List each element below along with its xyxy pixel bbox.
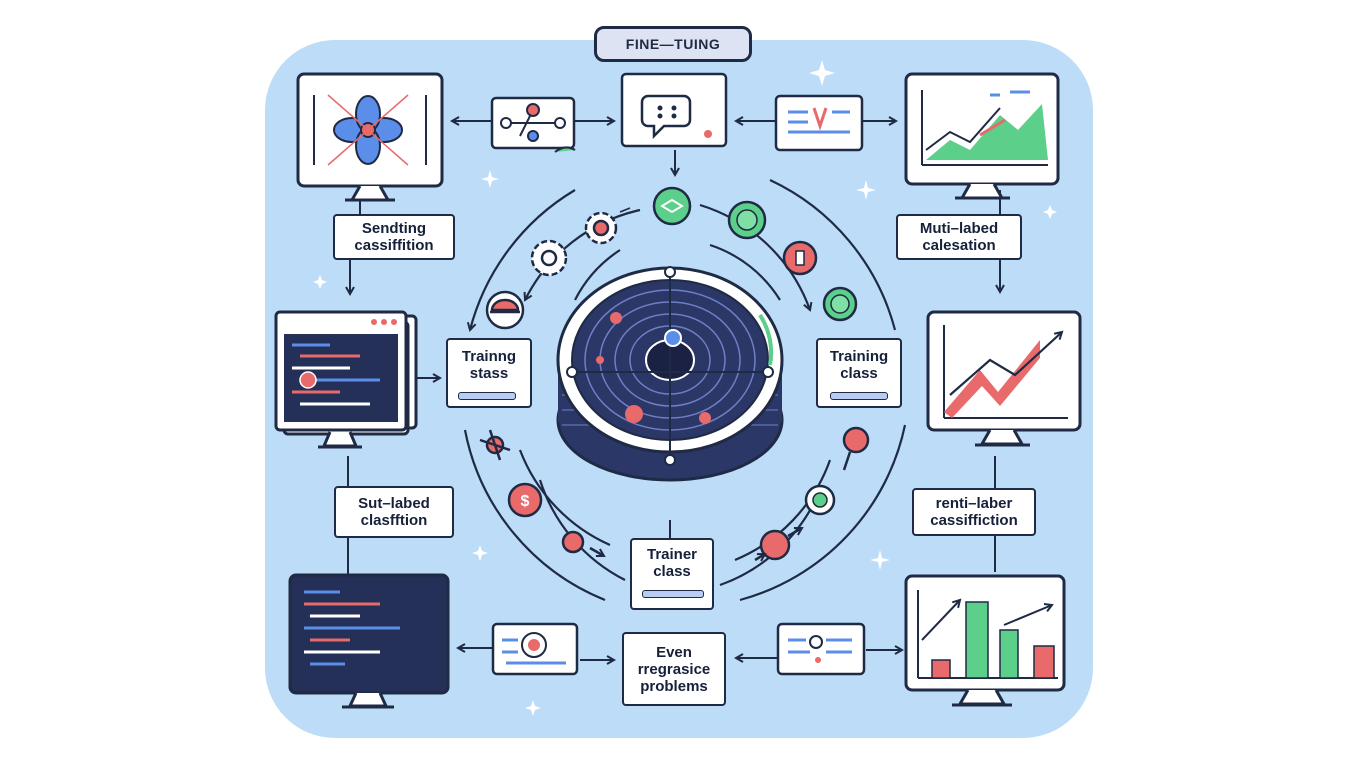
label-line: Muti–labed [920,220,998,237]
helmet-icon [487,292,523,328]
progress-bar-decor [830,392,888,400]
bar-chart-monitor-icon [906,576,1064,705]
svg-text:$: $ [521,493,530,510]
label-line: class [830,365,888,382]
progress-bar-decor [458,392,516,400]
code-editor-monitor-icon [290,575,448,707]
model-disk-icon [558,267,782,480]
label-line: rregrasice [638,661,711,678]
trend-chart-monitor-icon [928,312,1080,445]
network-diagram-monitor-icon [298,74,442,200]
label-line: renti–laber [930,495,1018,512]
diagram-title: FINE—TUING [594,26,752,62]
label-trainer-class: Trainer class [630,538,714,610]
code-window-monitor-icon [276,312,416,447]
label-single-label-classification: Sut–labed clasfftion [334,486,454,538]
label-line: calesation [920,237,998,254]
line-chart-monitor-icon [906,74,1058,198]
list-card-icon [778,624,864,674]
label-line: stass [462,365,516,382]
gear-icon [532,241,566,275]
mail-icon [654,188,690,224]
pin-icon [844,428,868,452]
label-line: Even [638,644,711,661]
progress-bar-decor [642,590,704,598]
label-line: class [647,563,697,580]
label-sentiment-classification: Sendting cassiffition [333,214,455,260]
label-multi-label-classification-2: renti–laber cassiffiction [912,488,1036,536]
label-multi-label-classification: Muti–labed calesation [896,214,1022,260]
label-line: clasfftion [358,512,430,529]
red-dot-icon [563,532,583,552]
label-line: cassiffition [354,237,433,254]
gear-icon [586,213,616,243]
label-line: Trainer [647,546,697,563]
label-line: Sendting [354,220,433,237]
label-line: Sut–labed [358,495,430,512]
text-lines-card-icon [776,96,862,150]
node-graph-card-icon [492,98,575,152]
chat-bubble-card-icon [622,74,726,146]
label-regression-problems: Even rregrasice problems [622,632,726,706]
label-line: cassiffiction [930,512,1018,529]
label-line: Trainng [462,348,516,365]
label-line: problems [638,678,711,695]
label-line: Training [830,348,888,365]
target-card-icon [493,624,577,674]
